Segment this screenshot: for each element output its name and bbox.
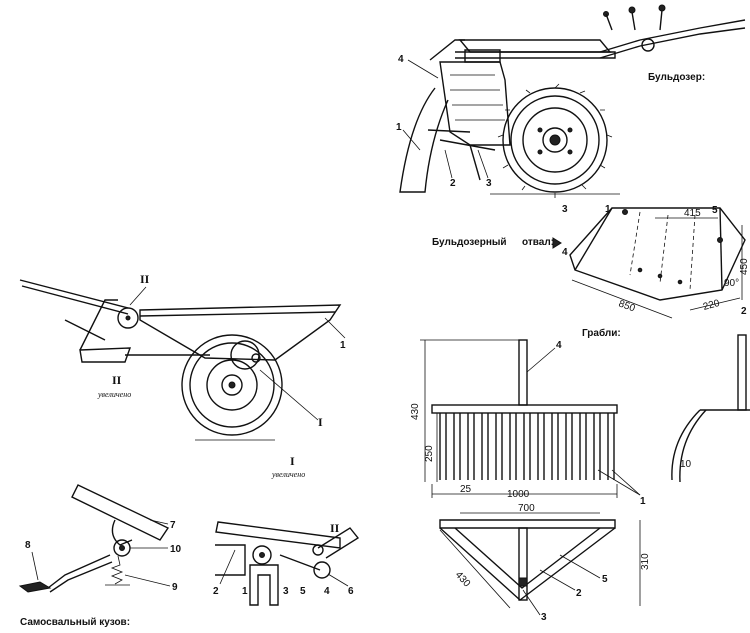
blade-dim-450: 450 [739, 258, 750, 275]
side-dim-10: 10 [680, 459, 692, 470]
blade-dim-415: 415 [684, 208, 701, 219]
marker-I-right: I [318, 415, 323, 429]
dump-label-3: 3 [283, 586, 289, 597]
blade-caption-word2: отвал: [522, 237, 554, 248]
rake-dim-700: 700 [518, 503, 535, 514]
dump-label-2: 2 [213, 586, 219, 597]
blade-label-1: 1 [605, 204, 611, 215]
dump-label-4: 4 [324, 586, 330, 597]
dump-label-6: 6 [348, 586, 354, 597]
rake-drawing: Грабли: 4 430 250 25 1000 1 700 [410, 327, 651, 623]
bulldozer-label-1: 1 [396, 122, 402, 133]
blade-dim-220: 220 [702, 298, 721, 313]
marker-II-detail: II [330, 521, 340, 535]
magnified-label-I: увеличено [271, 470, 305, 479]
rake-dim-250: 250 [424, 445, 435, 462]
blade-dim-90: 90° [724, 278, 739, 289]
blade-label-2: 2 [741, 306, 747, 317]
bulldozer-caption: Бульдозер: [648, 72, 705, 83]
wheelbarrow-drawing: 1 II II увеличено I I увеличено [19, 272, 346, 479]
dump-detail-right: 2 1 3 5 4 6 II [213, 521, 360, 606]
bulldozer-blade-drawing: 415 850 450 90° 220 3 1 5 2 Бульдозерный… [432, 204, 750, 319]
rake-dim-25: 25 [460, 484, 472, 495]
rake-label-3: 3 [541, 612, 547, 623]
dump-label-5: 5 [300, 586, 306, 597]
bulldozer-label-4: 4 [398, 54, 404, 65]
blade-label-3: 3 [562, 204, 568, 215]
rake-side-view: 10 [671, 334, 750, 483]
rake-dim-430-diag: 430 [453, 570, 473, 590]
blade-dim-850: 850 [617, 298, 637, 314]
blade-label-5: 5 [712, 205, 718, 216]
dump-label-1: 1 [242, 586, 248, 597]
rake-label-1: 1 [640, 496, 646, 507]
rake-dim-430: 430 [410, 403, 421, 420]
dump-label-7: 7 [170, 520, 176, 531]
magnified-label-II: увеличено [97, 390, 131, 399]
rake-label-5: 5 [602, 574, 608, 585]
dump-detail-left: 8 7 10 9 [18, 484, 182, 593]
rake-tines [439, 413, 615, 480]
bulldozer-label-2: 2 [450, 178, 456, 189]
blade-caption-word1: Бульдозерный [432, 237, 507, 248]
bulldozer-drawing: 4 1 2 3 Бульдозер: [396, 4, 746, 198]
dump-label-9: 9 [172, 582, 178, 593]
marker-II-left: II [112, 373, 122, 387]
rake-dim-310: 310 [640, 553, 651, 570]
rake-label-4: 4 [556, 340, 562, 351]
wheelbarrow-label-1: 1 [340, 340, 346, 351]
rake-label-2: 2 [576, 588, 582, 599]
bulldozer-label-3: 3 [486, 178, 492, 189]
rake-dim-1000: 1000 [507, 489, 530, 500]
dump-label-8: 8 [25, 540, 31, 551]
marker-I-bottom: I [290, 454, 295, 468]
dump-label-10: 10 [170, 544, 182, 555]
blade-label-4: 4 [562, 247, 568, 258]
rake-caption: Грабли: [582, 327, 621, 339]
dump-body-caption: Самосвальный кузов: [20, 617, 130, 628]
marker-II-top: II [140, 272, 150, 286]
